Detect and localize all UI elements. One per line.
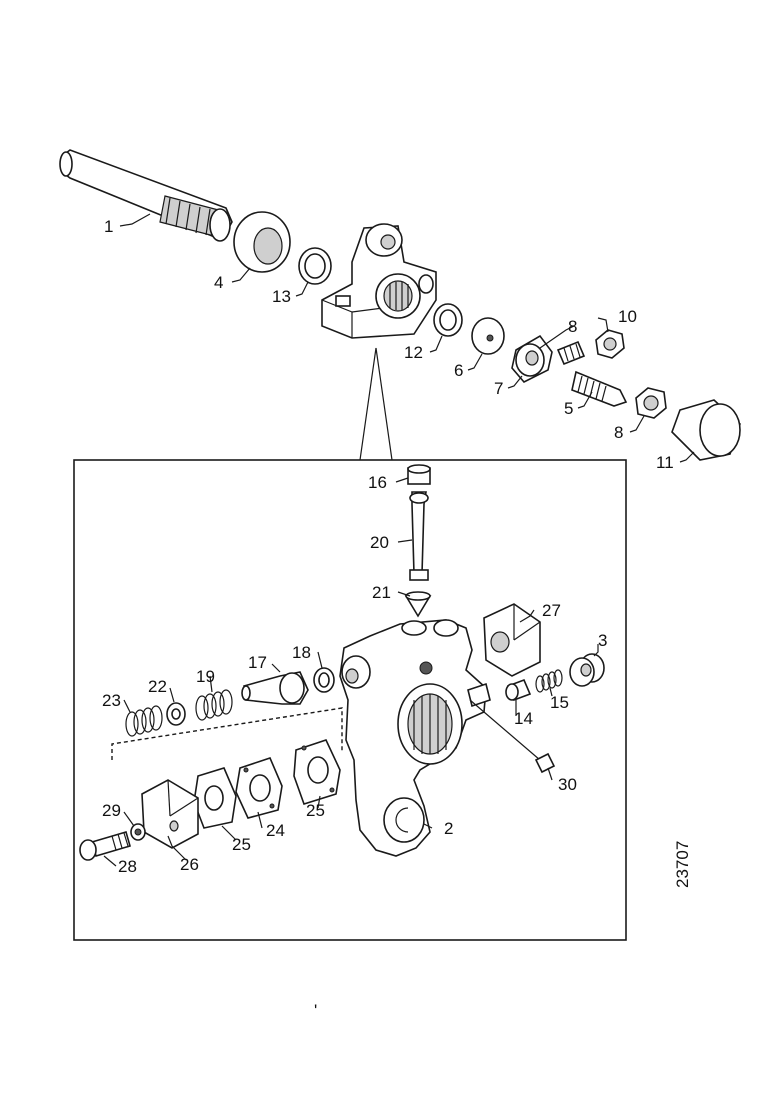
part-18-o-ring [313,667,335,693]
detail-frame [73,459,627,941]
part-4-boot [233,211,291,273]
label-part-23: 23 [102,691,121,710]
part-5-threaded-pin [571,370,628,407]
label-part-4: 4 [214,273,223,292]
part-2-housing [339,619,491,857]
part-26-cover [141,779,199,849]
label-part-10: 10 [618,307,637,326]
label-part-17: 17 [248,653,267,672]
label-part-21: 21 [372,583,391,602]
part-24-plate [235,757,283,819]
label-part-25-right: 25 [306,801,325,820]
part-29-washer [130,823,146,841]
part-20-shaft [409,491,429,581]
part-21-valve-tip [404,591,432,618]
part-14-piston [505,678,532,702]
label-part-27: 27 [542,601,561,620]
part-23-spring [125,705,163,737]
label-part-16: 16 [368,473,387,492]
part-13-snap-ring [298,247,332,285]
drawing-number: 23707 [673,841,692,888]
label-part-7: 7 [494,379,503,398]
detail-callout-pointer [359,347,393,461]
part-28-bolt [79,831,131,861]
assembly-dashed-line [111,707,343,760]
part-6-washer [471,317,505,355]
part-labels: 1 4 13 12 6 7 8 10 5 8 11 16 20 21 27 3 … [102,217,674,876]
label-part-9: 8 [614,423,623,442]
label-part-8-top: 8 [568,317,577,336]
label-part-11: 11 [656,453,674,472]
part-25-gasket-right [293,739,341,805]
label-part-29: 29 [102,801,121,820]
label-part-2: 2 [444,819,453,838]
label-part-15: 15 [550,693,569,712]
part-16-cap [407,464,431,485]
part-12-seal-ring [433,303,463,337]
upper-housing [321,223,437,339]
label-part-26: 26 [180,855,199,874]
part-17-plunger [241,671,309,705]
part-3-spring-plug [569,653,605,687]
part-27-block [483,603,541,677]
label-part-3: 3 [598,631,607,650]
stray-mark: ' [314,1001,317,1020]
label-part-25-left: 25 [232,835,251,854]
part-7-sleeve [511,334,553,383]
label-part-6: 6 [454,361,463,380]
part-10-nut [595,329,625,359]
label-part-18: 18 [292,643,311,662]
label-part-13: 13 [272,287,291,306]
part-15-spring [535,669,563,693]
part-30-plug [469,699,556,774]
label-part-24: 24 [266,821,285,840]
part-stud [556,340,586,366]
part-25-gasket-left [193,767,237,829]
part-9-nut [635,387,667,419]
part-1-splined-shaft [59,149,233,242]
label-part-22: 22 [148,677,167,696]
label-part-14: 14 [514,709,533,728]
leader-lines [103,213,695,867]
part-22-washer [166,702,186,726]
label-part-30: 30 [558,775,577,794]
label-part-12: 12 [404,343,423,362]
label-part-28: 28 [118,857,137,876]
label-part-1: 1 [104,217,113,236]
part-11-cap [671,399,741,461]
part-19-spring [195,689,233,721]
label-part-5: 5 [564,399,573,418]
label-part-19: 19 [196,667,215,686]
label-part-20: 20 [370,533,389,552]
